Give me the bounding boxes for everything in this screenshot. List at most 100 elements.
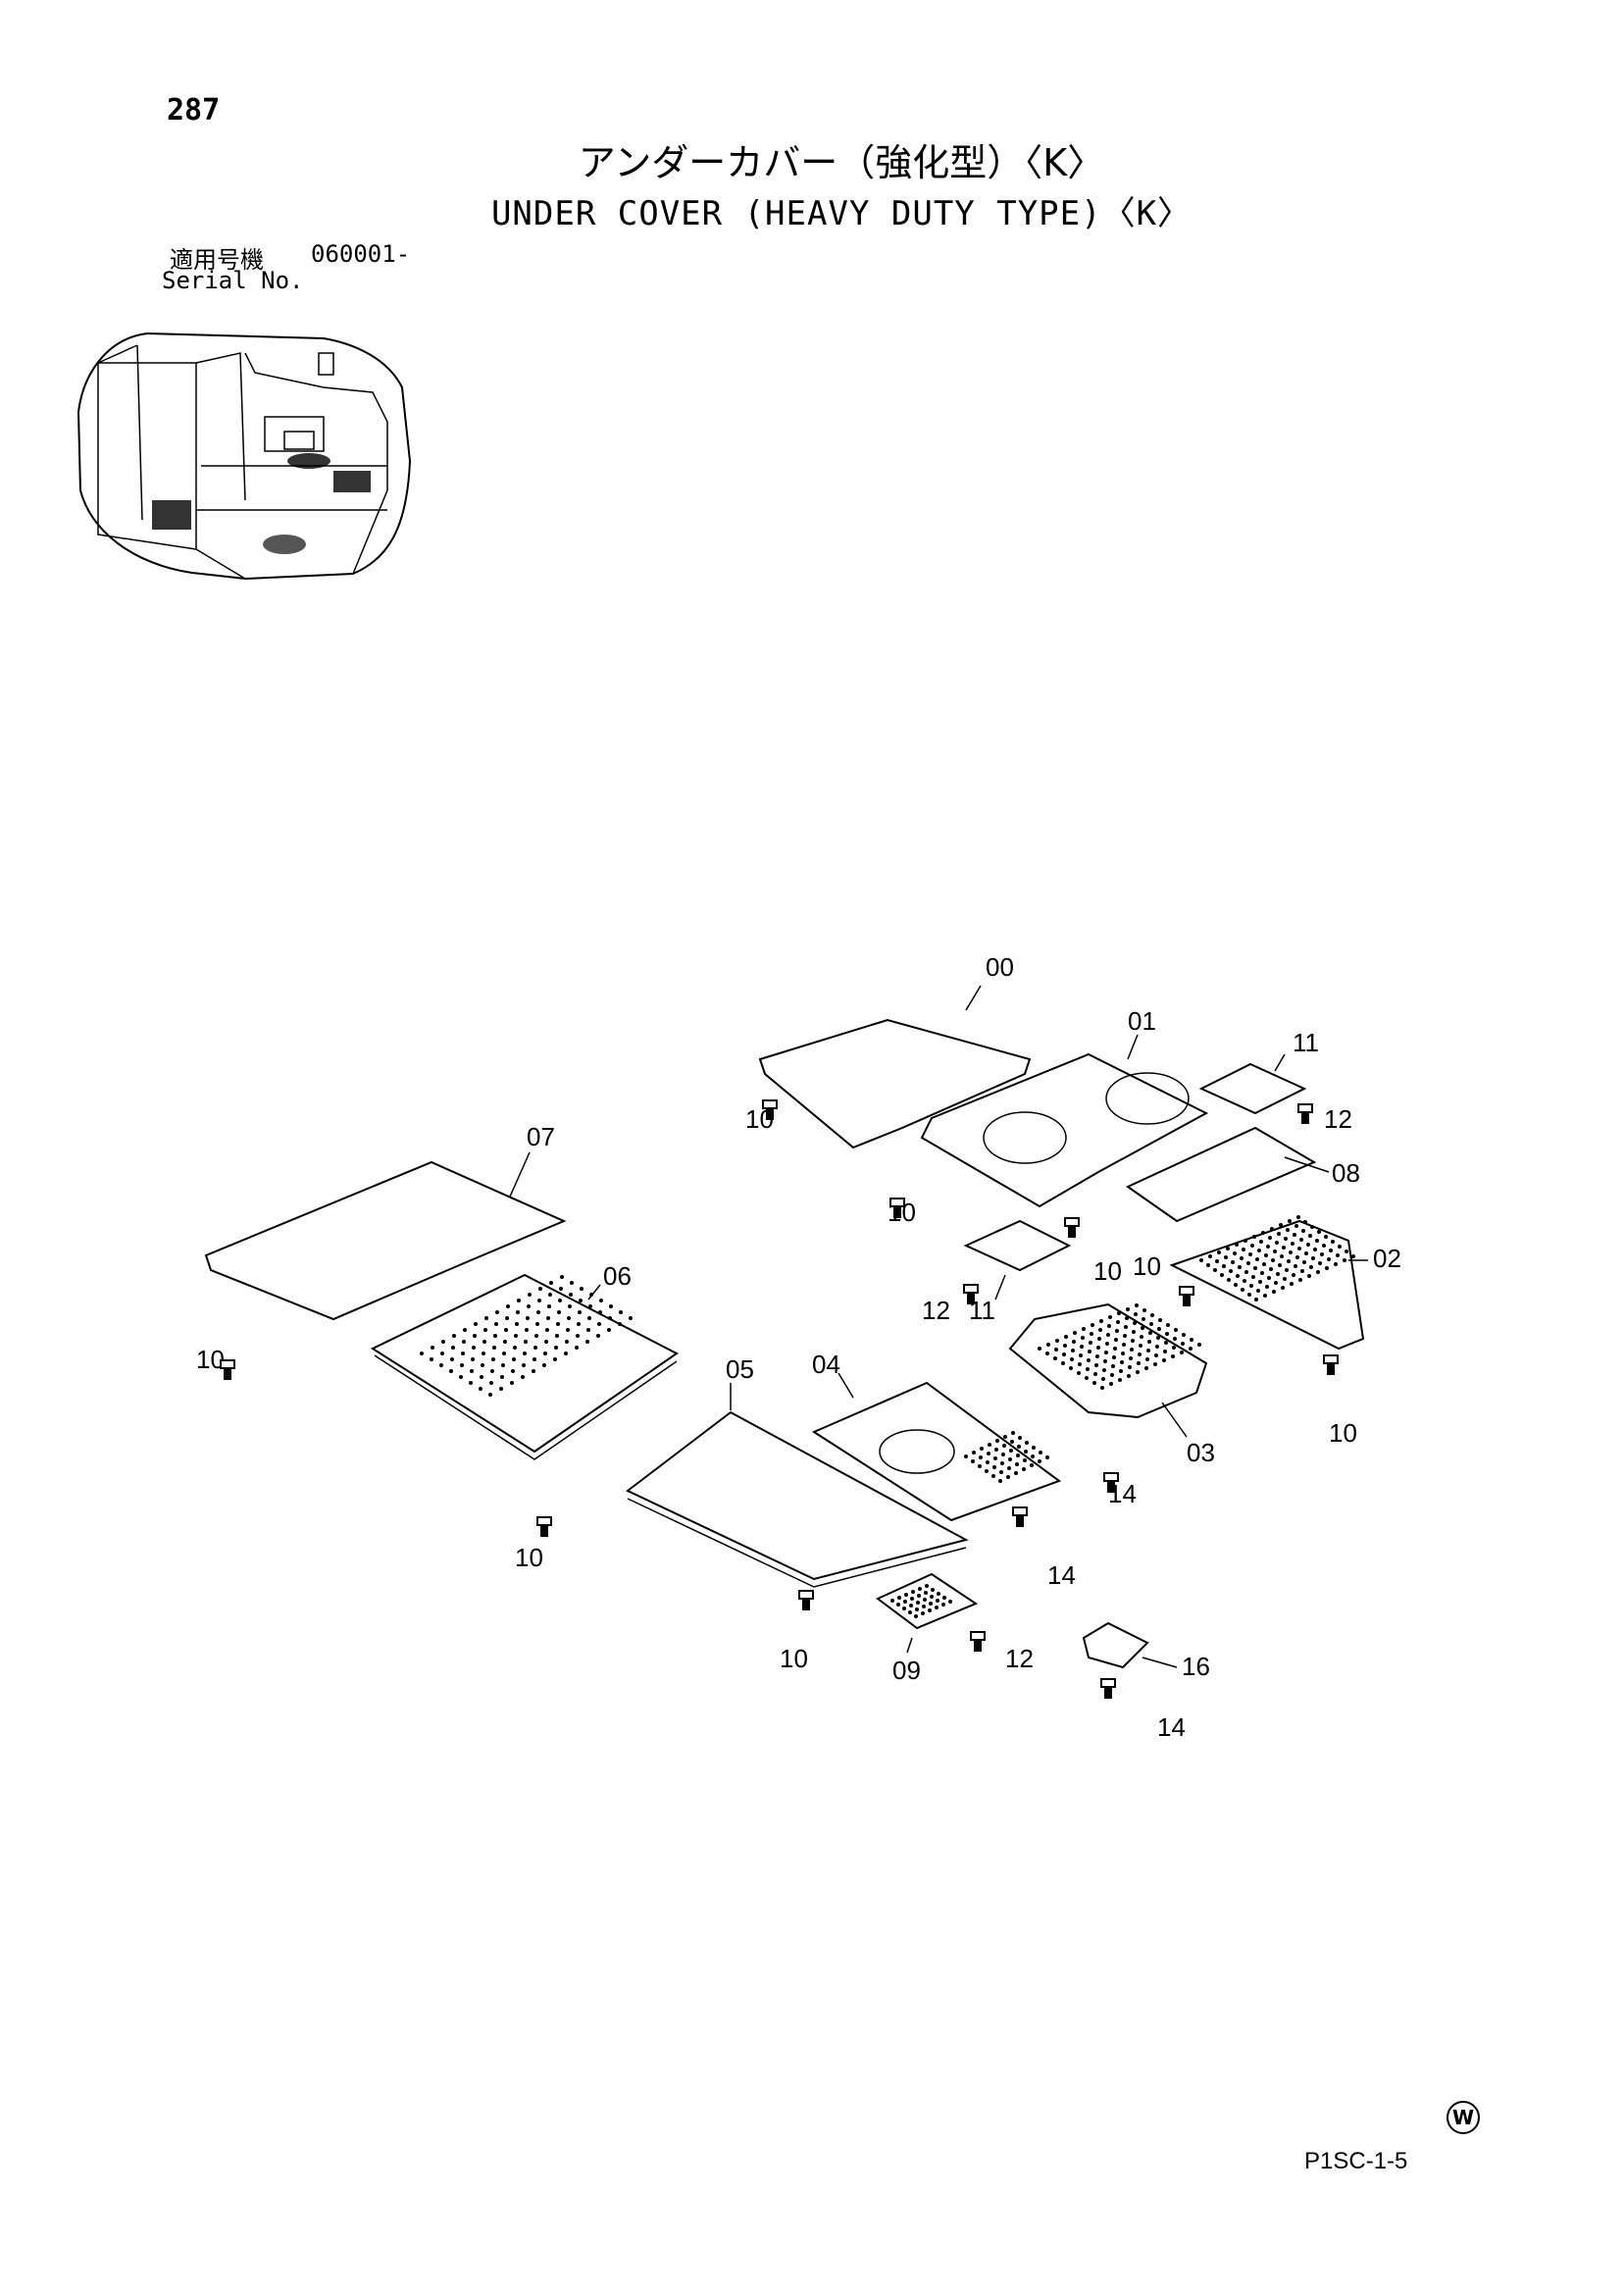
perforation-hole bbox=[1061, 1361, 1065, 1365]
perforation-hole bbox=[1164, 1341, 1168, 1345]
perforation-hole bbox=[1001, 1453, 1005, 1456]
perforation-hole bbox=[1093, 1372, 1097, 1376]
perforation-hole bbox=[1241, 1288, 1244, 1292]
perforation-hole bbox=[1117, 1311, 1121, 1315]
perforation-hole bbox=[534, 1334, 538, 1338]
perforation-hole bbox=[1073, 1331, 1077, 1335]
perforation-hole bbox=[1308, 1234, 1312, 1238]
perforation-hole bbox=[1291, 1242, 1294, 1246]
perforation-hole bbox=[580, 1287, 584, 1291]
perforation-hole bbox=[1086, 1367, 1090, 1371]
perforation-hole bbox=[1306, 1243, 1310, 1247]
perforation-hole bbox=[490, 1369, 494, 1373]
callout-12-b: 12 bbox=[922, 1296, 950, 1325]
perforation-hole bbox=[522, 1363, 526, 1367]
perforation-hole bbox=[910, 1597, 914, 1601]
perforation-hole bbox=[515, 1322, 519, 1326]
bolt-icon bbox=[1103, 1472, 1119, 1493]
perforation-hole bbox=[1120, 1360, 1124, 1364]
perforation-hole bbox=[921, 1611, 925, 1615]
bolt-icon bbox=[970, 1631, 986, 1652]
perforation-hole bbox=[979, 1455, 983, 1459]
perforation-hole bbox=[556, 1322, 560, 1326]
perforation-hole bbox=[1150, 1313, 1154, 1317]
perforation-hole bbox=[1320, 1252, 1324, 1256]
perforation-hole bbox=[1071, 1349, 1075, 1352]
perforation-hole bbox=[512, 1357, 516, 1361]
perforation-hole bbox=[469, 1381, 473, 1385]
perforation-hole bbox=[1115, 1329, 1119, 1333]
perforation-hole bbox=[1208, 1254, 1212, 1258]
perforation-hole bbox=[1279, 1223, 1283, 1227]
perforation-hole bbox=[1293, 1233, 1296, 1237]
perforation-hole bbox=[1259, 1240, 1263, 1244]
perforation-hole bbox=[495, 1310, 499, 1314]
perforation-hole bbox=[935, 1606, 939, 1609]
part-04-perforation bbox=[964, 1431, 1049, 1483]
perforation-hole bbox=[1009, 1449, 1013, 1453]
perforation-hole bbox=[1242, 1248, 1245, 1251]
perforation-hole bbox=[1322, 1244, 1326, 1248]
perforation-hole bbox=[1111, 1364, 1115, 1368]
perforation-hole bbox=[1334, 1262, 1338, 1266]
perforation-hole bbox=[1082, 1327, 1086, 1331]
perforation-hole bbox=[553, 1357, 557, 1361]
perforation-hole bbox=[987, 1452, 990, 1455]
bolt-icon bbox=[1323, 1354, 1339, 1375]
perforation-hole bbox=[482, 1352, 485, 1355]
perforation-hole bbox=[925, 1584, 929, 1588]
perforation-hole bbox=[546, 1316, 550, 1320]
callout-10-d: 10 bbox=[1329, 1418, 1357, 1448]
perforation-hole bbox=[1149, 1322, 1153, 1326]
perforation-hole bbox=[526, 1316, 530, 1320]
perforation-hole bbox=[480, 1375, 483, 1379]
perforation-hole bbox=[1125, 1316, 1129, 1320]
perforation-hole bbox=[1105, 1342, 1109, 1346]
perforation-hole bbox=[514, 1334, 518, 1338]
perforation-hole bbox=[1262, 1262, 1266, 1266]
perforation-hole bbox=[1155, 1345, 1159, 1349]
perforation-hole bbox=[1097, 1337, 1101, 1341]
perforation-hole bbox=[567, 1316, 571, 1320]
perforation-hole bbox=[516, 1310, 520, 1314]
perforation-hole bbox=[1238, 1265, 1242, 1269]
perforation-hole bbox=[609, 1304, 613, 1308]
perforation-hole bbox=[1132, 1330, 1136, 1334]
perforation-hole bbox=[1304, 1251, 1308, 1255]
perforation-hole bbox=[972, 1451, 976, 1454]
perforation-hole bbox=[588, 1304, 592, 1308]
perforation-hole bbox=[1146, 1349, 1150, 1352]
perforation-hole bbox=[1054, 1348, 1058, 1352]
perforation-hole bbox=[570, 1281, 574, 1285]
perforation-hole bbox=[1129, 1356, 1133, 1360]
perforation-hole bbox=[904, 1593, 908, 1597]
perforation-hole bbox=[1311, 1256, 1315, 1260]
perforation-hole bbox=[1243, 1239, 1247, 1243]
perforation-hole bbox=[1269, 1267, 1273, 1271]
callout-12-a: 12 bbox=[1324, 1104, 1352, 1134]
perforation-hole bbox=[1235, 1243, 1239, 1247]
perforation-hole bbox=[557, 1310, 561, 1314]
perforation-hole bbox=[1266, 1245, 1270, 1249]
part-09-plate bbox=[876, 1572, 979, 1654]
perforation-hole bbox=[1017, 1445, 1021, 1449]
perforation-hole bbox=[459, 1375, 463, 1379]
perforation-hole bbox=[1226, 1247, 1230, 1250]
perforation-hole bbox=[502, 1352, 506, 1355]
perforation-hole bbox=[470, 1369, 474, 1373]
perforation-hole bbox=[533, 1346, 537, 1350]
perforation-hole bbox=[1127, 1374, 1131, 1378]
perforation-hole bbox=[1077, 1371, 1081, 1375]
perforation-hole bbox=[941, 1603, 945, 1607]
perforation-hole bbox=[1142, 1317, 1145, 1321]
callout-12-c: 12 bbox=[1005, 1644, 1034, 1673]
perforation-hole bbox=[607, 1328, 611, 1332]
perforation-hole bbox=[547, 1304, 551, 1308]
perforation-hole bbox=[506, 1304, 510, 1308]
perforation-hole bbox=[1038, 1459, 1041, 1463]
perforation-hole bbox=[1256, 1289, 1260, 1293]
perforation-hole bbox=[1046, 1343, 1050, 1347]
perforation-hole bbox=[441, 1340, 445, 1344]
perforation-hole bbox=[1045, 1455, 1049, 1459]
perforation-hole bbox=[1081, 1336, 1085, 1340]
